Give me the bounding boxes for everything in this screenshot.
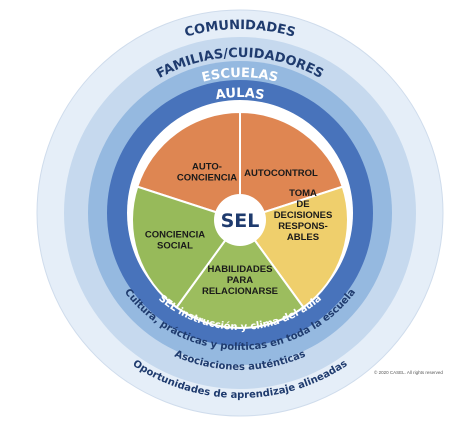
communities-label: COMUNIDADES [183,18,297,41]
sel-center-label: SEL [221,210,260,232]
classrooms-label: AULAS [214,86,265,103]
schools-label: ESCUELAS [200,66,279,86]
wedge-responsible-decision-making [238,185,349,309]
label-self-awareness: AUTO-CONCIENCIA [177,162,237,184]
sel-center-circle [214,194,266,246]
wedge-social-awareness [131,185,242,309]
label-self-management: AUTOCONTROL [244,168,318,179]
wedge-relationship-skills [175,218,305,329]
wedge-self-management [239,110,344,222]
wedge-self-awareness [136,110,241,222]
copyright-note: © 2020 CASEL. All rights reserved [374,370,443,375]
